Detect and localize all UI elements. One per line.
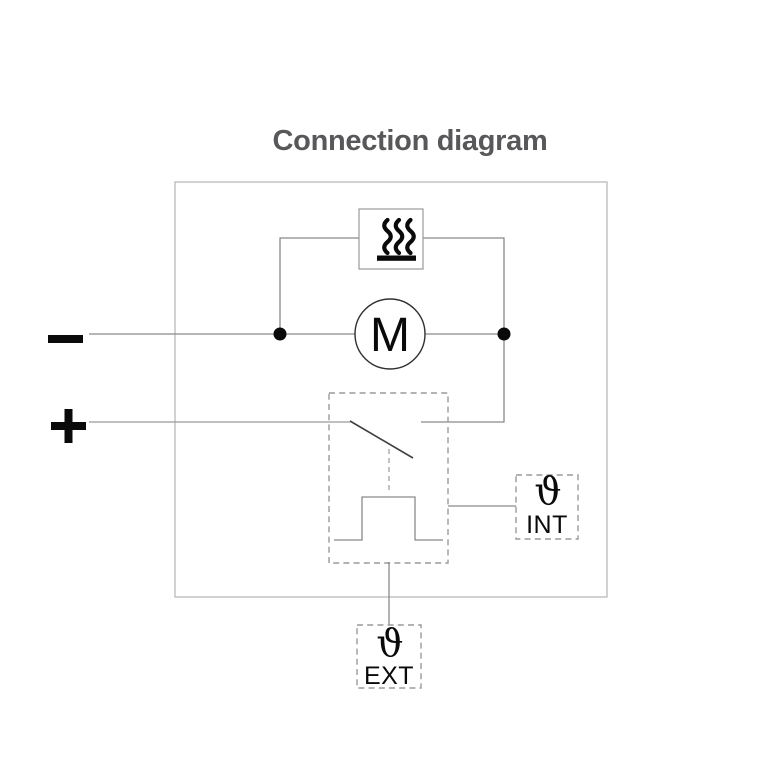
internal-sensor-box: ϑ INT (515, 469, 579, 540)
heating-element-icon (377, 217, 416, 261)
device-enclosure-frame (174, 181, 608, 598)
page-title: Connection diagram (272, 125, 548, 157)
temperature-actuator-symbol (334, 496, 443, 541)
junction-dot-left (273, 327, 287, 341)
motor-label: M (370, 309, 410, 362)
heater-branch-right-wire (421, 237, 505, 423)
switch-blade (349, 420, 414, 459)
heater-branch-left-wire (279, 237, 359, 334)
motor-symbol (354, 298, 426, 370)
external-sensor-theta-symbol: ϑ (376, 621, 403, 665)
minus-polarity-label (48, 335, 83, 343)
junction-dot-right (497, 327, 511, 341)
internal-sensor-theta-symbol: ϑ (534, 469, 561, 513)
plus-polarity-label (51, 409, 86, 443)
internal-sensor-label: INT (526, 511, 568, 539)
external-sensor-label: EXT (364, 662, 414, 690)
external-sensor-box: ϑ EXT (356, 621, 422, 690)
